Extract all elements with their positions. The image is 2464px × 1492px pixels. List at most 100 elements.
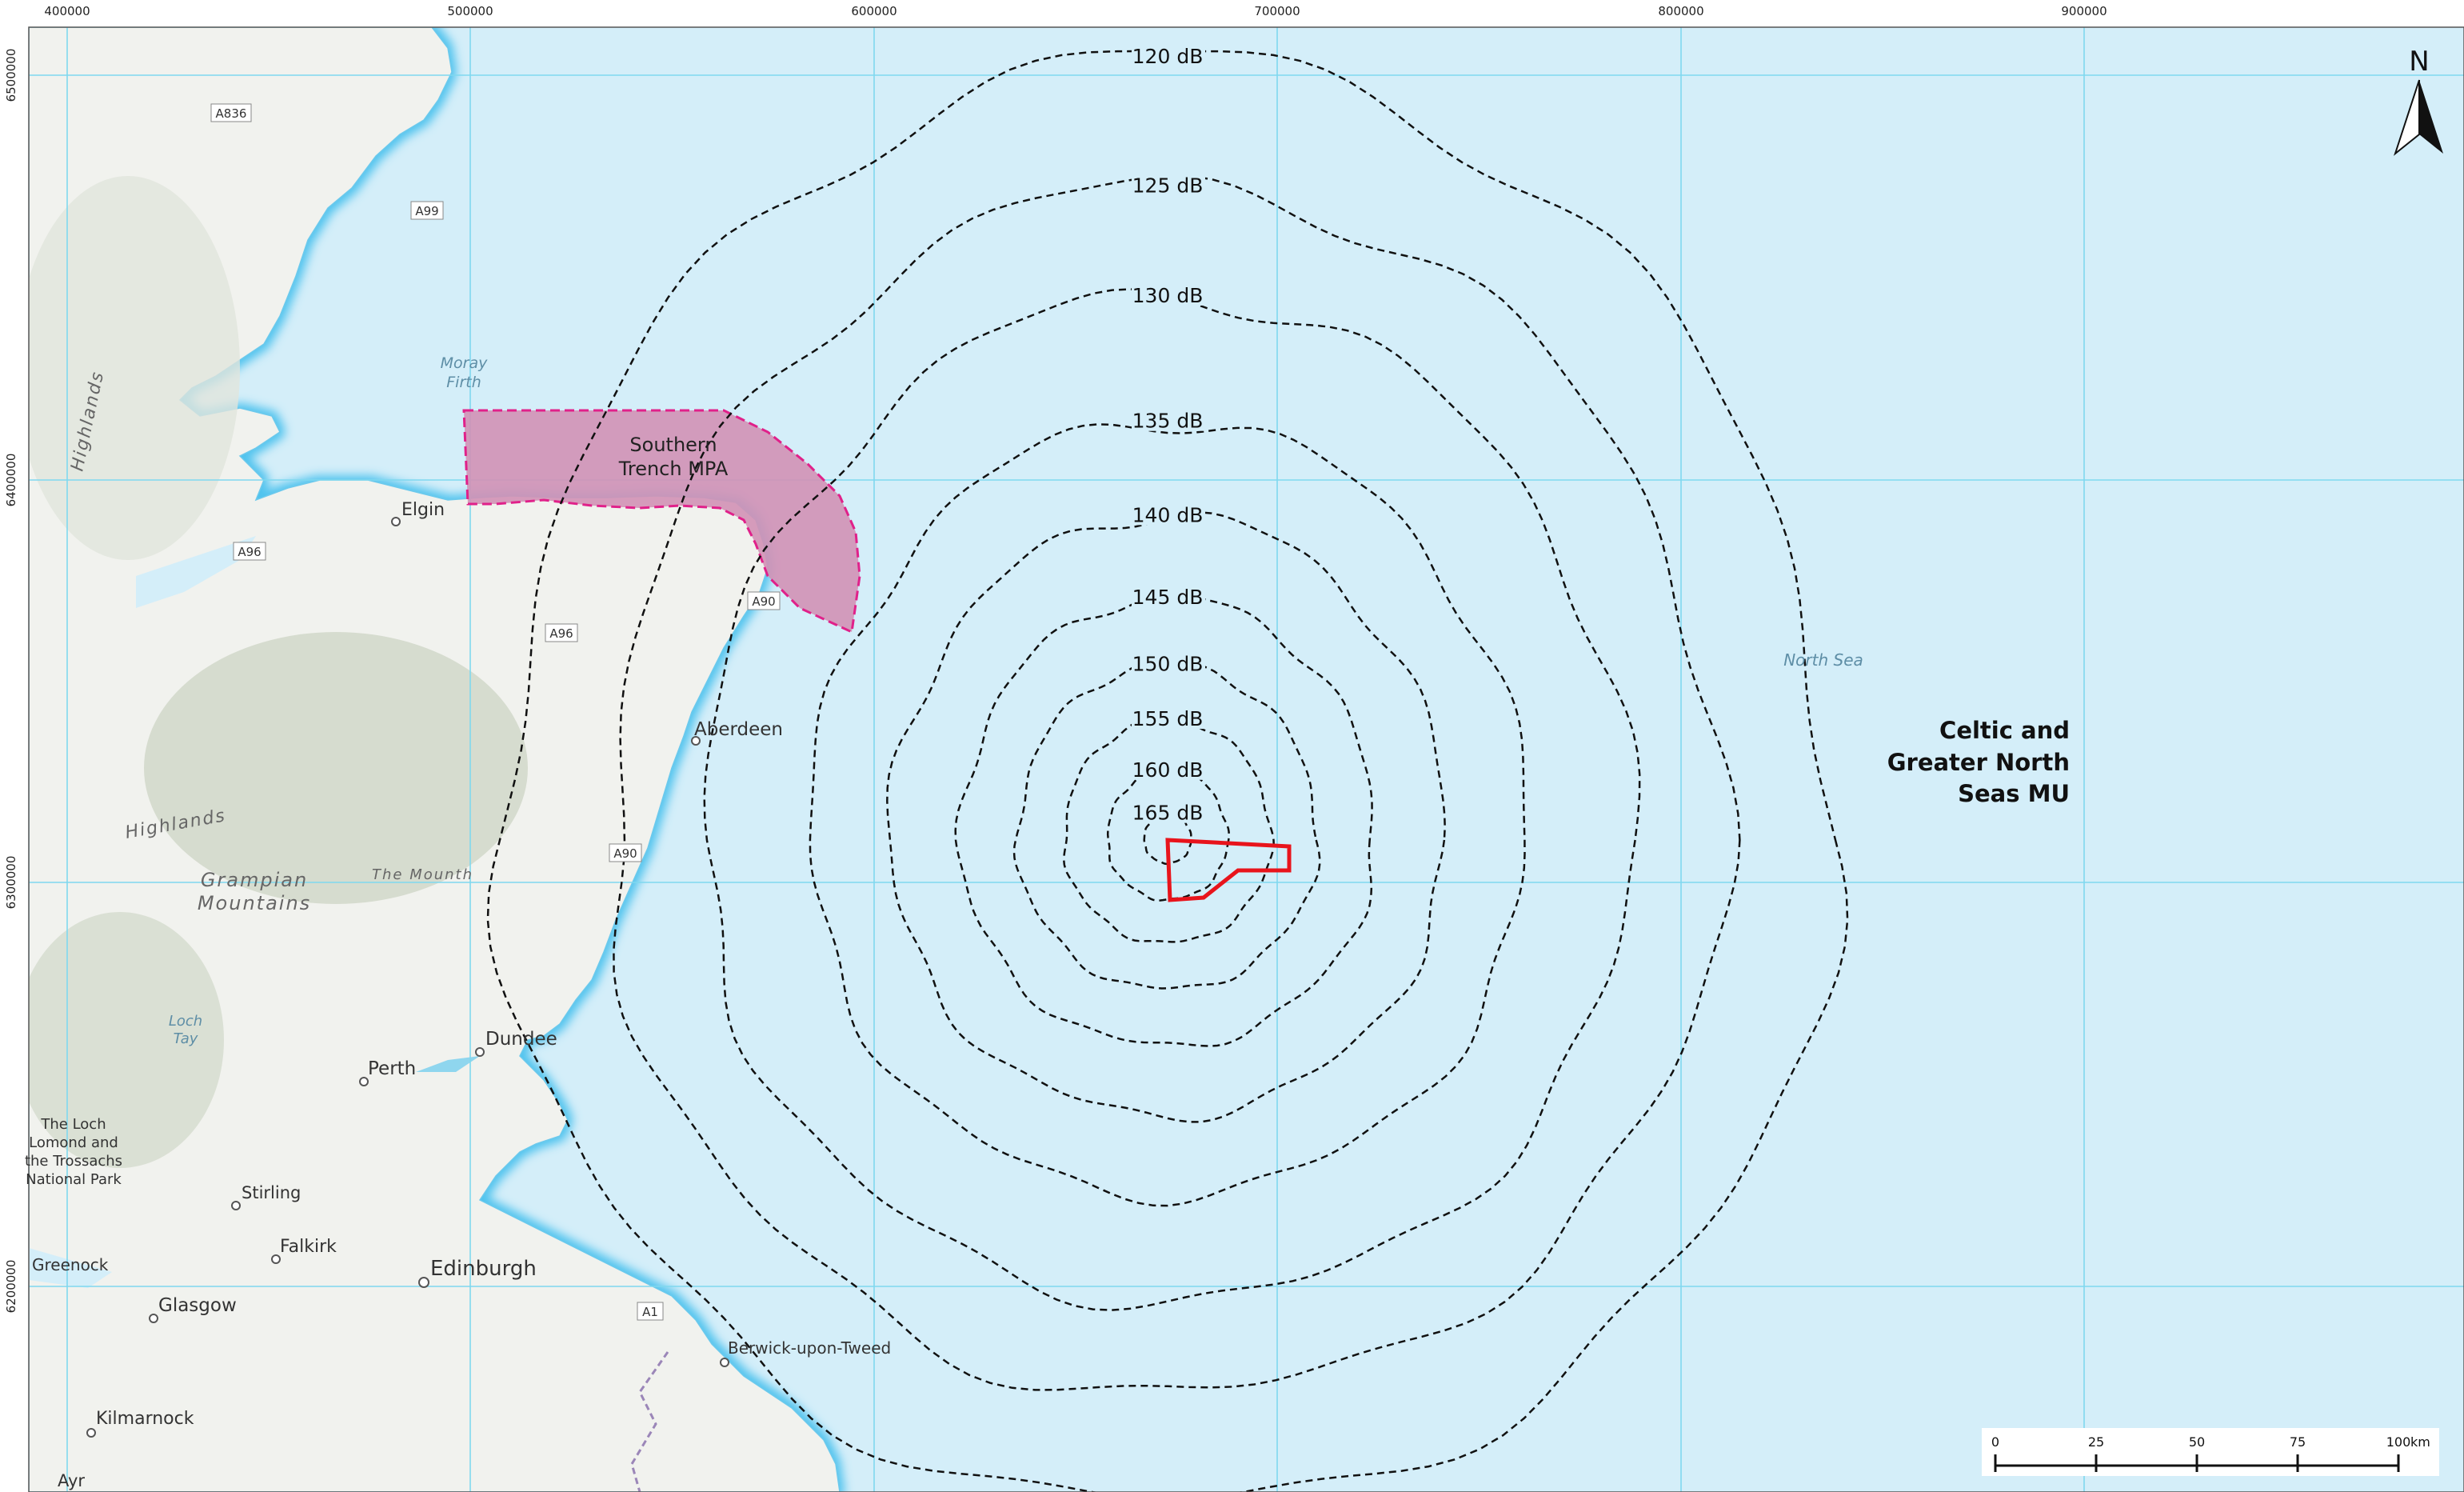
grampian-label-line-2: Mountains: [198, 892, 311, 914]
road-shield: A1: [637, 1302, 664, 1321]
town-falkirk: Falkirk: [280, 1237, 337, 1257]
contour-label-background: [1132, 502, 1205, 526]
contour-label-background: [1132, 757, 1205, 780]
contour-label: 150 dB: [1132, 653, 1204, 676]
park-label-line-1: The Loch: [40, 1116, 106, 1133]
road-a96-east: A96: [549, 626, 573, 641]
noise-contour: [886, 511, 1446, 1123]
town-elgin: Elgin: [401, 500, 445, 520]
contour-label-background: [1132, 706, 1205, 730]
grampian-label-line-1: Grampian: [201, 869, 308, 891]
noise-contour: [1063, 715, 1275, 943]
park-label-line-4: National Park: [26, 1171, 122, 1188]
road-shield: A90: [747, 591, 781, 610]
north-arrow-icon: [2419, 80, 2443, 154]
north-arrow-icon: [2394, 79, 2420, 156]
town-aberdeen: Aberdeen: [694, 719, 783, 740]
y-axis-ticks: 6500000 6400000 6300000 6200000: [4, 49, 18, 1314]
mu-label-line-2: Greater North: [1887, 749, 2070, 776]
town-marker: [418, 1277, 429, 1288]
contour-label: 130 dB: [1132, 284, 1204, 307]
park-label-line-2: Lomond and: [29, 1134, 118, 1151]
noise-contour: [486, 50, 1849, 1492]
x-tick-label: 500000: [447, 4, 493, 18]
road-shield: A96: [233, 542, 266, 561]
contour-label: 120 dB: [1132, 45, 1204, 68]
towns: Elgin Aberdeen Dundee Perth Stirling Fal…: [32, 500, 891, 1490]
contour-label: 135 dB: [1132, 410, 1204, 433]
highlands-relief: [29, 176, 240, 560]
x-tick-label: 900000: [2061, 4, 2107, 18]
y-tick-label: 6200000: [4, 1260, 18, 1314]
town-marker: [691, 736, 701, 746]
noise-contour: [703, 288, 1641, 1311]
town-marker: [391, 517, 401, 526]
mpa-label-line-1: Southern: [629, 434, 717, 456]
x-axis-ticks: 400000 500000 600000 700000 800000 90000…: [44, 4, 2107, 18]
noise-contour: [809, 423, 1526, 1207]
north-arrow: N: [2394, 46, 2443, 156]
moray-firth-label-line-2: Firth: [446, 374, 481, 391]
scale-bar-label: 50: [2189, 1434, 2205, 1450]
contour-label-background: [1132, 585, 1205, 608]
x-tick-label: 400000: [44, 4, 90, 18]
scale-bar-label: 25: [2088, 1434, 2104, 1450]
town-greenock: Greenock: [32, 1255, 109, 1274]
scale-bar-label: 0: [1991, 1434, 1999, 1450]
noise-contour: [613, 174, 1741, 1391]
y-tick-label: 6400000: [4, 454, 18, 507]
contour-label-background: [1132, 44, 1205, 66]
southern-trench-mpa[interactable]: [462, 409, 861, 634]
contour-label-background: [1132, 408, 1205, 431]
town-ayr: Ayr: [58, 1471, 85, 1490]
scale-bar-label: 100: [2386, 1434, 2411, 1450]
road-shield: A99: [410, 201, 444, 220]
loch-tay: [416, 1056, 480, 1072]
contour-label-background: [1132, 173, 1205, 196]
contour-label: 140 dB: [1132, 503, 1204, 526]
noise-contour: [1012, 661, 1321, 990]
moray-firth-label-line-1: Moray: [441, 354, 488, 372]
map-frame: [28, 26, 2464, 1492]
contour-label-background: [1132, 651, 1205, 674]
x-tick-label: 800000: [1658, 4, 1703, 18]
grampian-relief: [144, 632, 528, 904]
loch-tay-label-line-1: Loch: [169, 1013, 202, 1030]
noise-contours: [486, 50, 1849, 1492]
project-site-outline[interactable]: [1165, 838, 1292, 902]
y-tick-label: 6300000: [4, 856, 18, 910]
contour-label: 145 dB: [1132, 586, 1204, 609]
contour-label: 165 dB: [1132, 802, 1204, 825]
town-marker: [359, 1077, 369, 1086]
town-edinburgh: Edinburgh: [430, 1257, 537, 1281]
contour-label-background: [1132, 800, 1205, 823]
x-tick-label: 600000: [851, 4, 897, 18]
scale-bar-unit: km: [2410, 1434, 2430, 1450]
town-glasgow: Glasgow: [158, 1295, 237, 1316]
contour-label: 155 dB: [1132, 707, 1204, 730]
mpa-label-line-2: Trench MPA: [618, 458, 729, 480]
contour-label: 160 dB: [1132, 758, 1204, 782]
town-perth: Perth: [368, 1058, 416, 1079]
town-marker: [149, 1314, 158, 1323]
town-kilmarnock: Kilmarnock: [96, 1409, 194, 1429]
town-marker: [475, 1047, 485, 1057]
road-a99: A99: [415, 204, 438, 218]
contour-label: 125 dB: [1132, 174, 1204, 198]
mu-label-line-1: Celtic and: [1939, 717, 2070, 744]
town-marker: [720, 1358, 729, 1367]
north-arrow-letter: N: [2409, 46, 2429, 78]
y-tick-label: 6500000: [4, 49, 18, 102]
loch-inlet: [136, 536, 256, 608]
noise-contour: [954, 592, 1373, 1047]
contour-label-background: [1132, 282, 1205, 306]
road-a96-west: A96: [238, 545, 261, 559]
mu-label-line-3: Seas MU: [1958, 780, 2070, 807]
town-marker: [86, 1428, 96, 1438]
scale-bar: 0 25 50 75 100 km: [1982, 1428, 2439, 1476]
loch-inlet: [29, 1248, 112, 1288]
national-border: [630, 1351, 669, 1492]
road-a90-north: A90: [752, 594, 775, 609]
road-shield: A96: [545, 623, 578, 642]
